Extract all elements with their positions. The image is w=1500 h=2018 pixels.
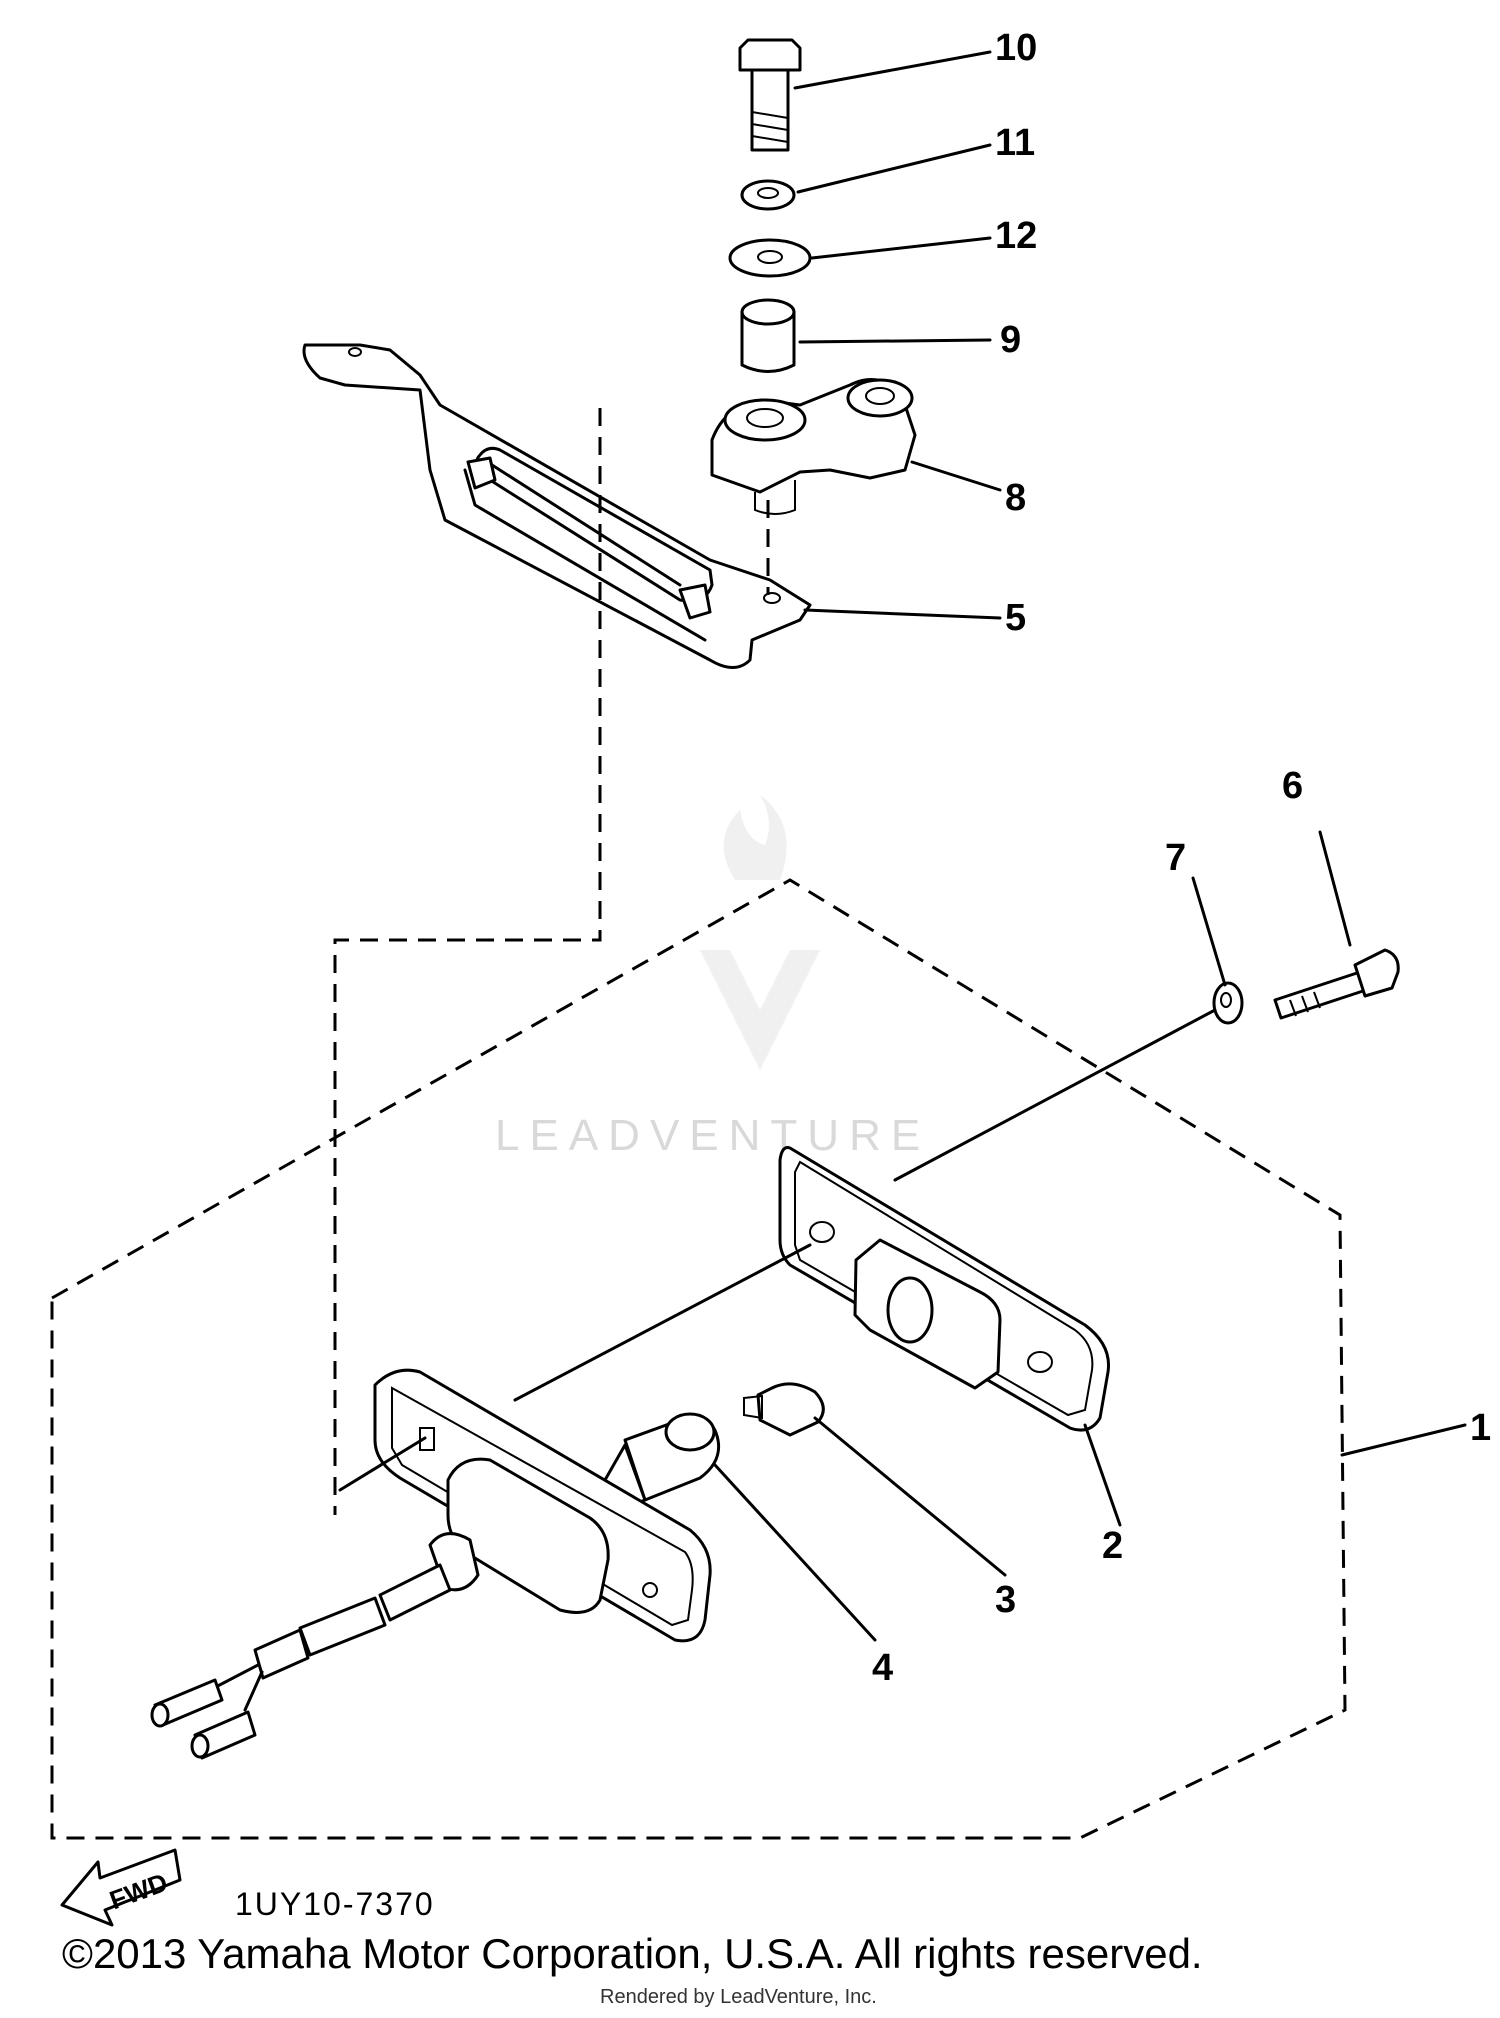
callout-4: 4 [872,1647,893,1689]
part-3-bulb [743,1382,825,1437]
callout-12: 12 [995,215,1037,257]
callout-3: 3 [995,1579,1016,1621]
part-8-mounting-arm [710,378,917,515]
callout-7: 7 [1165,837,1186,879]
part-1-lamp-housing [150,1368,712,1760]
callout-9: 9 [1000,319,1021,361]
part-9-collar [740,298,796,373]
alignment-line-bracket [333,408,602,1515]
watermark-logo [700,795,820,1070]
copyright-notice: ©2013 Yamaha Motor Corporation, U.S.A. A… [62,1930,1203,1977]
part-7-washer [1212,981,1244,1025]
watermark-text: LEADVENTURE [495,1111,930,1160]
part-11-lock-washer [740,179,796,211]
callout-2: 2 [1102,1525,1123,1567]
part-6-screw [1273,948,1400,1020]
leader-lines [338,50,1467,1642]
part-12-washer [728,238,812,278]
part-1-assembly-boundary [50,878,1347,1840]
callout-5: 5 [1005,597,1026,639]
callout-6: 6 [1282,765,1303,807]
callout-11: 11 [995,122,1035,164]
part-10-bolt [738,38,802,152]
callout-1: 1 [1470,1407,1491,1449]
part-5-bracket [302,343,812,669]
rendered-by-notice: Rendered by LeadVenture, Inc. [600,1986,877,2008]
callout-10: 10 [995,27,1037,69]
diagram-code: 1UY10-7370 [235,1886,435,1922]
fwd-arrow-icon: FWD [60,1848,182,1927]
part-2-lens [778,1146,1111,1432]
callout-8: 8 [1005,477,1026,519]
